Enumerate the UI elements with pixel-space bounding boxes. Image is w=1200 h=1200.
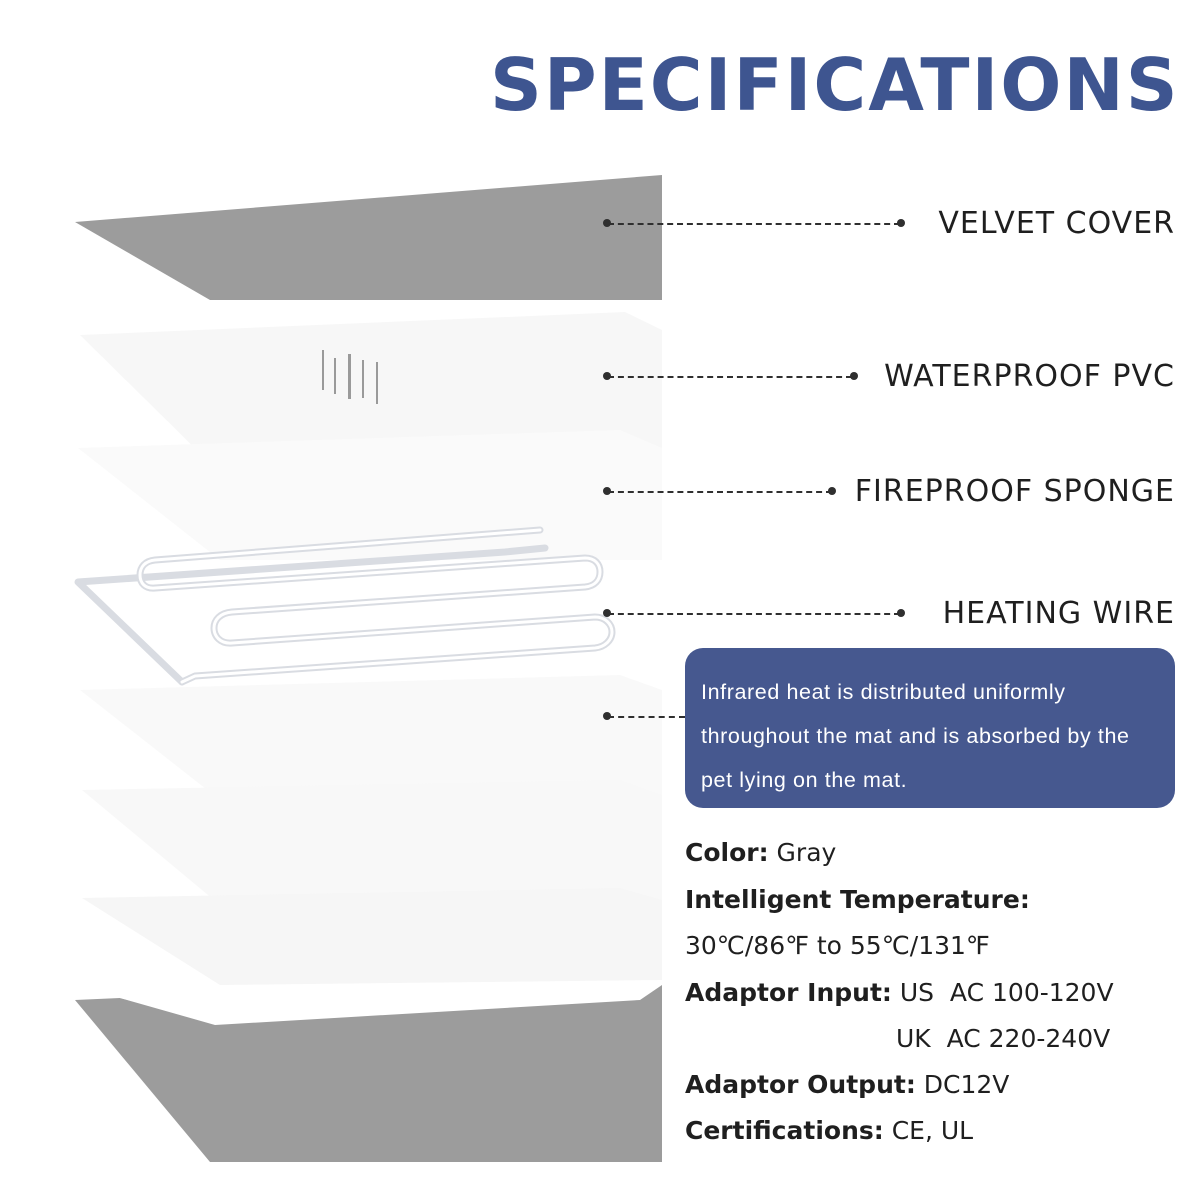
leader-dot-wire-end [897, 609, 905, 617]
lower-white-layer-1 [80, 675, 662, 800]
waterproof-pvc-layer [80, 312, 662, 468]
leader-line-wire [608, 613, 900, 615]
page-title: SPECIFICATIONS [490, 43, 1180, 127]
spec-output-label: Adaptor Output: [685, 1070, 916, 1099]
spec-temp-value-line: 30℃/86℉ to 55℃/131℉ [685, 928, 990, 964]
spec-temp-label-line: Intelligent Temperature: [685, 882, 1030, 918]
bottom-velvet-inner [120, 988, 650, 1022]
leader-line-sponge [608, 491, 832, 493]
info-text: Infrared heat is distributed uniformly t… [701, 680, 1130, 792]
leader-dot-velvet-end [897, 219, 905, 227]
spec-input: Adaptor Input: US AC 100-120V [685, 975, 1114, 1011]
layer-label-velvet-cover: VELVET COVER [938, 206, 1175, 241]
leader-dot-wire-start [603, 609, 611, 617]
leader-line-velvet [608, 223, 900, 225]
spec-input-uk: UK AC 220-240V [896, 1024, 1111, 1053]
spec-color-label: Color: [685, 838, 769, 867]
lower-white-layer-2 [82, 780, 662, 905]
spec-color: Color: Gray [685, 835, 836, 871]
heating-wire-inner [138, 528, 614, 684]
spec-temp-label: Intelligent Temperature: [685, 885, 1030, 914]
pvc-label-print [322, 350, 378, 404]
leader-line-pvc [608, 376, 852, 378]
layer-label-waterproof-pvc: WATERPROOF PVC [884, 359, 1175, 394]
spec-input-us: US AC 100-120V [899, 978, 1114, 1007]
spec-input-uk-line: UK AC 220-240V [896, 1021, 1110, 1057]
leader-dot-sponge-end [828, 487, 836, 495]
leader-dot-velvet-start [603, 219, 611, 227]
velvet-cover-layer [75, 175, 662, 300]
spec-cert-label: Certifications: [685, 1116, 884, 1145]
spec-input-label: Adaptor Input: [685, 978, 892, 1007]
leader-dot-pvc-start [603, 372, 611, 380]
leader-dot-sponge-start [603, 487, 611, 495]
layer-label-heating-wire: HEATING WIRE [942, 596, 1175, 631]
spec-cert-value: CE, UL [891, 1116, 974, 1145]
fireproof-sponge-layer [78, 430, 662, 560]
infrared-info-box: Infrared heat is distributed uniformly t… [685, 648, 1175, 808]
leader-dot-pvc-end [850, 372, 858, 380]
spec-output: Adaptor Output: DC12V [685, 1067, 1009, 1103]
layer-label-fireproof-sponge: FIREPROOF SPONGE [854, 474, 1175, 509]
lower-white-layer-3 [82, 888, 662, 985]
spec-color-value: Gray [776, 838, 837, 867]
spec-temp-value: 30℃/86℉ to 55℃/131℉ [685, 931, 990, 960]
spec-output-value: DC12V [923, 1070, 1010, 1099]
bottom-velvet-layer [75, 985, 662, 1162]
leader-dot-info-start [603, 712, 611, 720]
leader-line-info [608, 716, 685, 718]
spec-cert: Certifications: CE, UL [685, 1113, 973, 1149]
